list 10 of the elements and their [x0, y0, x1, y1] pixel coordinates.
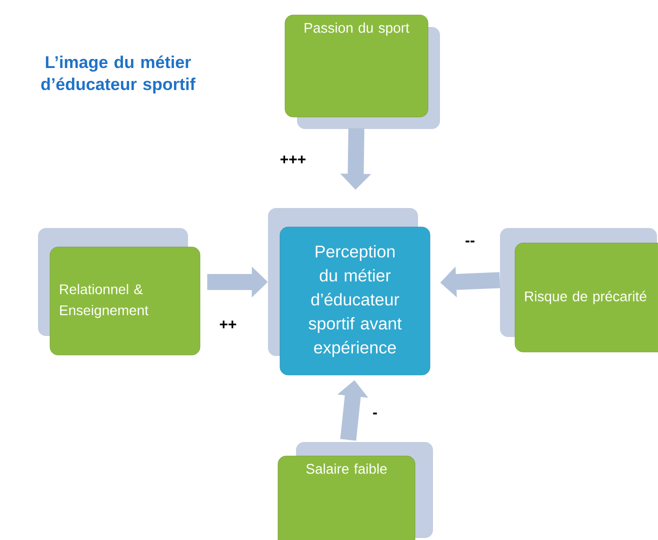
factor-box: Relationnel & Enseignement — [38, 228, 200, 356]
factor-box: Risque de précarité — [500, 228, 658, 352]
edge-label: - — [373, 412, 377, 414]
diagram-title: L’image du métier d’éducateur sportif — [41, 56, 196, 94]
factor-box: Salaire faible — [278, 442, 433, 540]
factor-box: Passion du sport — [284, 14, 440, 129]
edge-label: +++ — [280, 156, 306, 164]
edge-label: ++ — [220, 320, 236, 328]
center-box: Perception du métier d’éducateur sportif avant expérience — [268, 208, 430, 376]
edge-label: -- — [466, 240, 474, 242]
